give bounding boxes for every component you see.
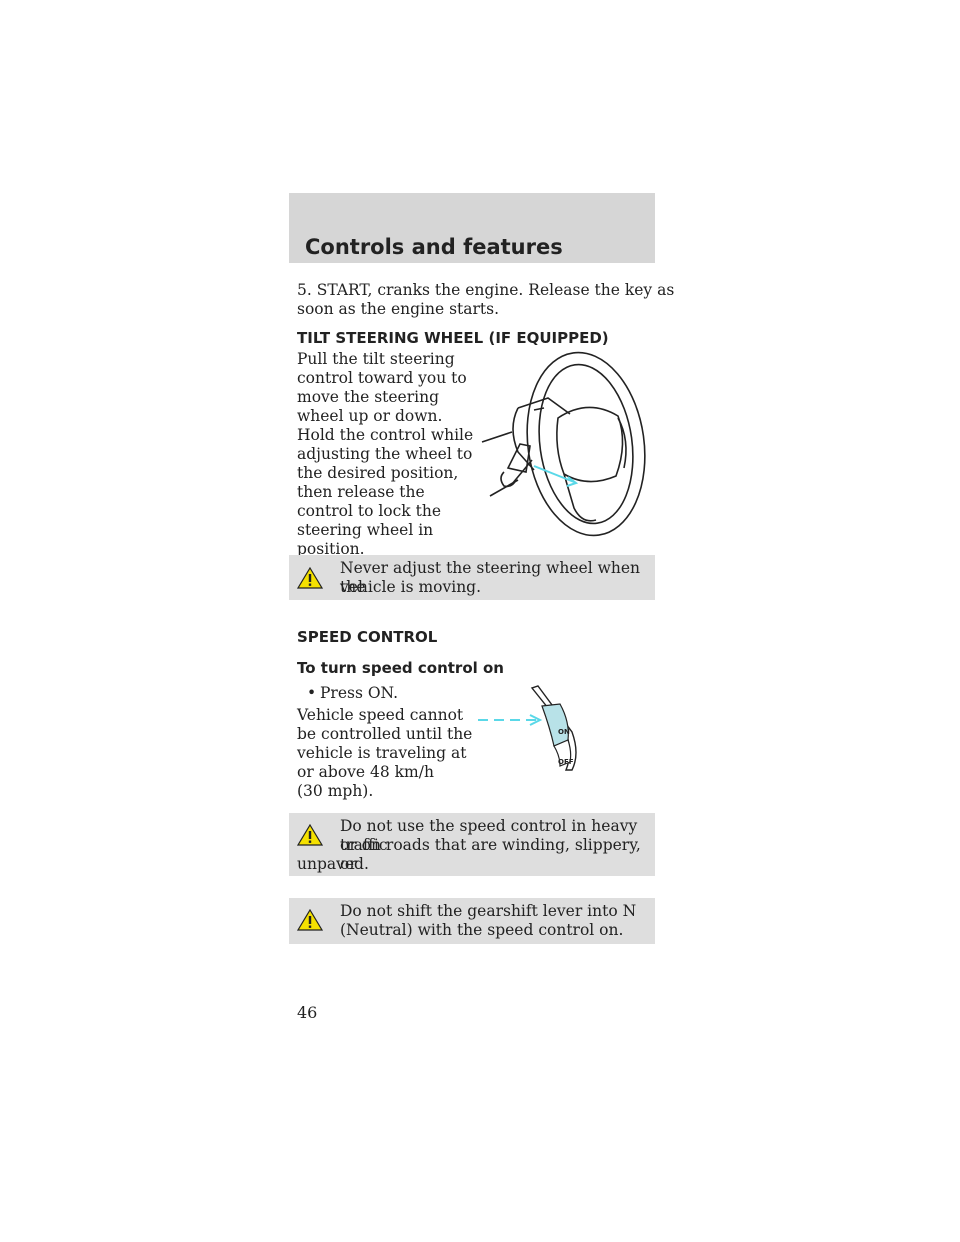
bullet-press-on: Press ON. [320,684,399,702]
tilt-line: control to lock the [297,502,442,520]
bullet-dot: • [307,684,317,702]
speed-line: Vehicle speed cannot [297,706,464,724]
switch-off-label: OFF [558,758,574,766]
warning-triangle-icon [297,824,323,846]
steering-wheel-illustration [481,351,646,537]
warning-text-line: Do not use the speed control in heavy tr… [340,817,638,854]
section-title: Controls and features [305,235,563,259]
tilt-heading: TILT STEERING WHEEL (IF EQUIPPED) [297,329,609,347]
speed-line: be controlled until the [297,725,473,743]
tilt-line: then release the [297,483,425,501]
intro-line-1: 5. START, cranks the engine. Release the… [297,281,675,299]
section-header: Controls and features [289,193,655,263]
warning-triangle-icon [297,567,323,589]
speed-line: (30 mph). [297,782,374,800]
tilt-line: the desired position, [297,464,459,482]
warning-text-line: vehicle is moving. [340,578,482,596]
speed-line: vehicle is traveling at [297,744,467,762]
speed-control-switch-illustration: ON OFF [478,685,577,771]
warning-text-line: Never adjust the steering wheel when the [340,559,640,596]
tilt-line: position. [297,540,365,558]
tilt-line: control toward you to [297,369,467,387]
warning-box-traffic: Do not use the speed control in heavy tr… [289,813,655,876]
speed-control-subheading: To turn speed control on [297,659,504,677]
tilt-line: Pull the tilt steering [297,350,455,368]
switch-on-label: ON [558,728,570,736]
warning-box-steering: Never adjust the steering wheel when the… [289,555,655,600]
warning-text-line: or on roads that are winding, slippery, … [340,836,641,873]
warning-text-line: (Neutral) with the speed control on. [340,921,624,939]
speed-line: or above 48 km/h [297,763,434,781]
tilt-line: wheel up or down. [297,407,443,425]
tilt-line: move the steering [297,388,439,406]
tilt-line: steering wheel in [297,521,434,539]
tilt-line: adjusting the wheel to [297,445,473,463]
warning-text-line: unpaved. [297,855,369,873]
warning-box-gearshift: Do not shift the gearshift lever into N … [289,898,655,944]
warning-triangle-icon [297,909,323,931]
tilt-line: Hold the control while [297,426,474,444]
speed-control-heading: SPEED CONTROL [297,628,438,646]
warning-text-line: Do not shift the gearshift lever into N [340,902,637,920]
page-number: 46 [297,1003,318,1022]
intro-line-2: soon as the engine starts. [297,300,500,318]
